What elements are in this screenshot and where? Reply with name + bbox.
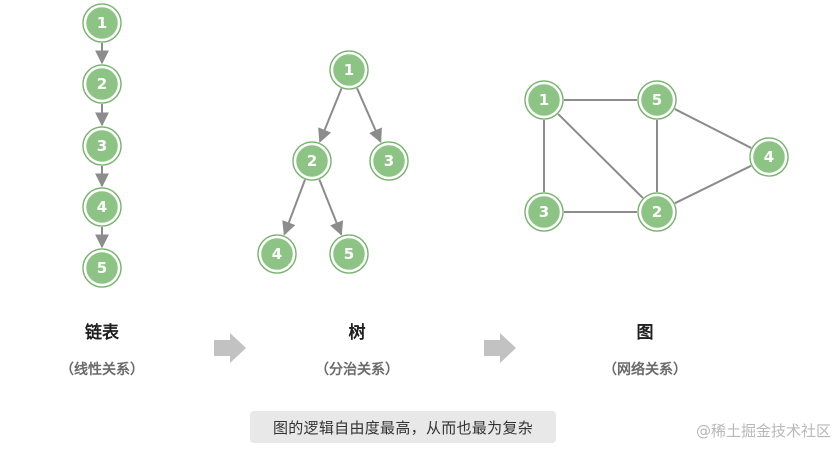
node-label: 1 <box>97 14 107 32</box>
node-ll1: 1 <box>82 3 122 43</box>
edge-t1-t3 <box>356 87 382 144</box>
linked-list-to-tree-arrow <box>214 333 246 363</box>
node-label: 3 <box>539 203 549 221</box>
node-label: 3 <box>97 137 107 155</box>
edge-t1-t2 <box>318 88 343 143</box>
edge-t2-t5 <box>318 179 344 236</box>
node-circle <box>638 81 676 119</box>
node-circle <box>258 235 296 273</box>
node-label: 2 <box>307 152 317 170</box>
node-label: 1 <box>344 61 354 79</box>
node-label: 4 <box>97 198 107 216</box>
node-circle <box>83 4 121 42</box>
node-label: 4 <box>272 245 282 263</box>
node-ring <box>257 234 297 274</box>
edges-layer <box>95 43 752 249</box>
node-ring <box>637 192 677 232</box>
graph-subtitle: （网络关系） <box>603 361 687 378</box>
node-g2: 2 <box>637 192 677 232</box>
node-ll2: 2 <box>82 64 122 104</box>
node-label: 4 <box>764 148 774 166</box>
node-circle <box>83 188 121 226</box>
node-circle <box>83 127 121 165</box>
edge-g1-g2 <box>557 113 644 199</box>
node-ring <box>524 192 564 232</box>
node-ring <box>82 64 122 104</box>
node-label: 3 <box>384 152 394 170</box>
node-ll5: 5 <box>82 248 122 288</box>
node-t1: 1 <box>329 50 369 90</box>
tree-to-graph-arrow <box>484 333 516 363</box>
node-circle <box>83 65 121 103</box>
tree-subtitle: （分治关系） <box>315 361 399 378</box>
node-t3: 3 <box>369 141 409 181</box>
graph-title: 图 <box>637 323 654 343</box>
node-g4: 4 <box>749 137 789 177</box>
node-ring <box>329 234 369 274</box>
tree-title: 树 <box>349 323 366 343</box>
node-label: 5 <box>344 245 354 263</box>
node-ring <box>369 141 409 181</box>
node-ring <box>749 137 789 177</box>
node-ring <box>82 126 122 166</box>
node-t5: 5 <box>329 234 369 274</box>
node-ring <box>82 3 122 43</box>
node-circle <box>525 193 563 231</box>
caption-text: 图的逻辑自由度最高，从而也最为复杂 <box>272 418 534 437</box>
edge-g5-g4 <box>674 108 752 149</box>
node-circle <box>525 81 563 119</box>
node-label: 2 <box>97 75 107 93</box>
node-ring <box>329 50 369 90</box>
node-circle <box>330 235 368 273</box>
node-ll4: 4 <box>82 187 122 227</box>
node-g3: 3 <box>524 192 564 232</box>
node-circle <box>750 138 788 176</box>
edge-g2-g4 <box>674 164 752 205</box>
node-ring <box>82 248 122 288</box>
node-label: 5 <box>97 259 107 277</box>
linked-list-subtitle: （线性关系） <box>60 361 144 378</box>
node-label: 2 <box>652 203 662 221</box>
node-g1: 1 <box>524 80 564 120</box>
node-label: 1 <box>539 91 549 109</box>
node-circle <box>638 193 676 231</box>
node-t2: 2 <box>292 141 332 181</box>
node-circle <box>370 142 408 180</box>
node-ring <box>637 80 677 120</box>
caption-box: 图的逻辑自由度最高，从而也最为复杂 <box>250 411 556 443</box>
node-circle <box>293 142 331 180</box>
node-label: 5 <box>652 91 662 109</box>
nodes-layer: 1 2 3 4 5 1 2 3 4 5 1 5 4 3 2 <box>82 3 789 288</box>
node-ring <box>524 80 564 120</box>
node-ring <box>292 141 332 181</box>
node-ll3: 3 <box>82 126 122 166</box>
node-ring <box>82 187 122 227</box>
node-circle <box>330 51 368 89</box>
node-t4: 4 <box>257 234 297 274</box>
node-circle <box>83 249 121 287</box>
node-g5: 5 <box>637 80 677 120</box>
edge-t2-t4 <box>282 179 306 236</box>
linked-list-title: 链表 <box>85 322 120 343</box>
watermark: @稀土掘金技术社区 <box>695 422 831 440</box>
